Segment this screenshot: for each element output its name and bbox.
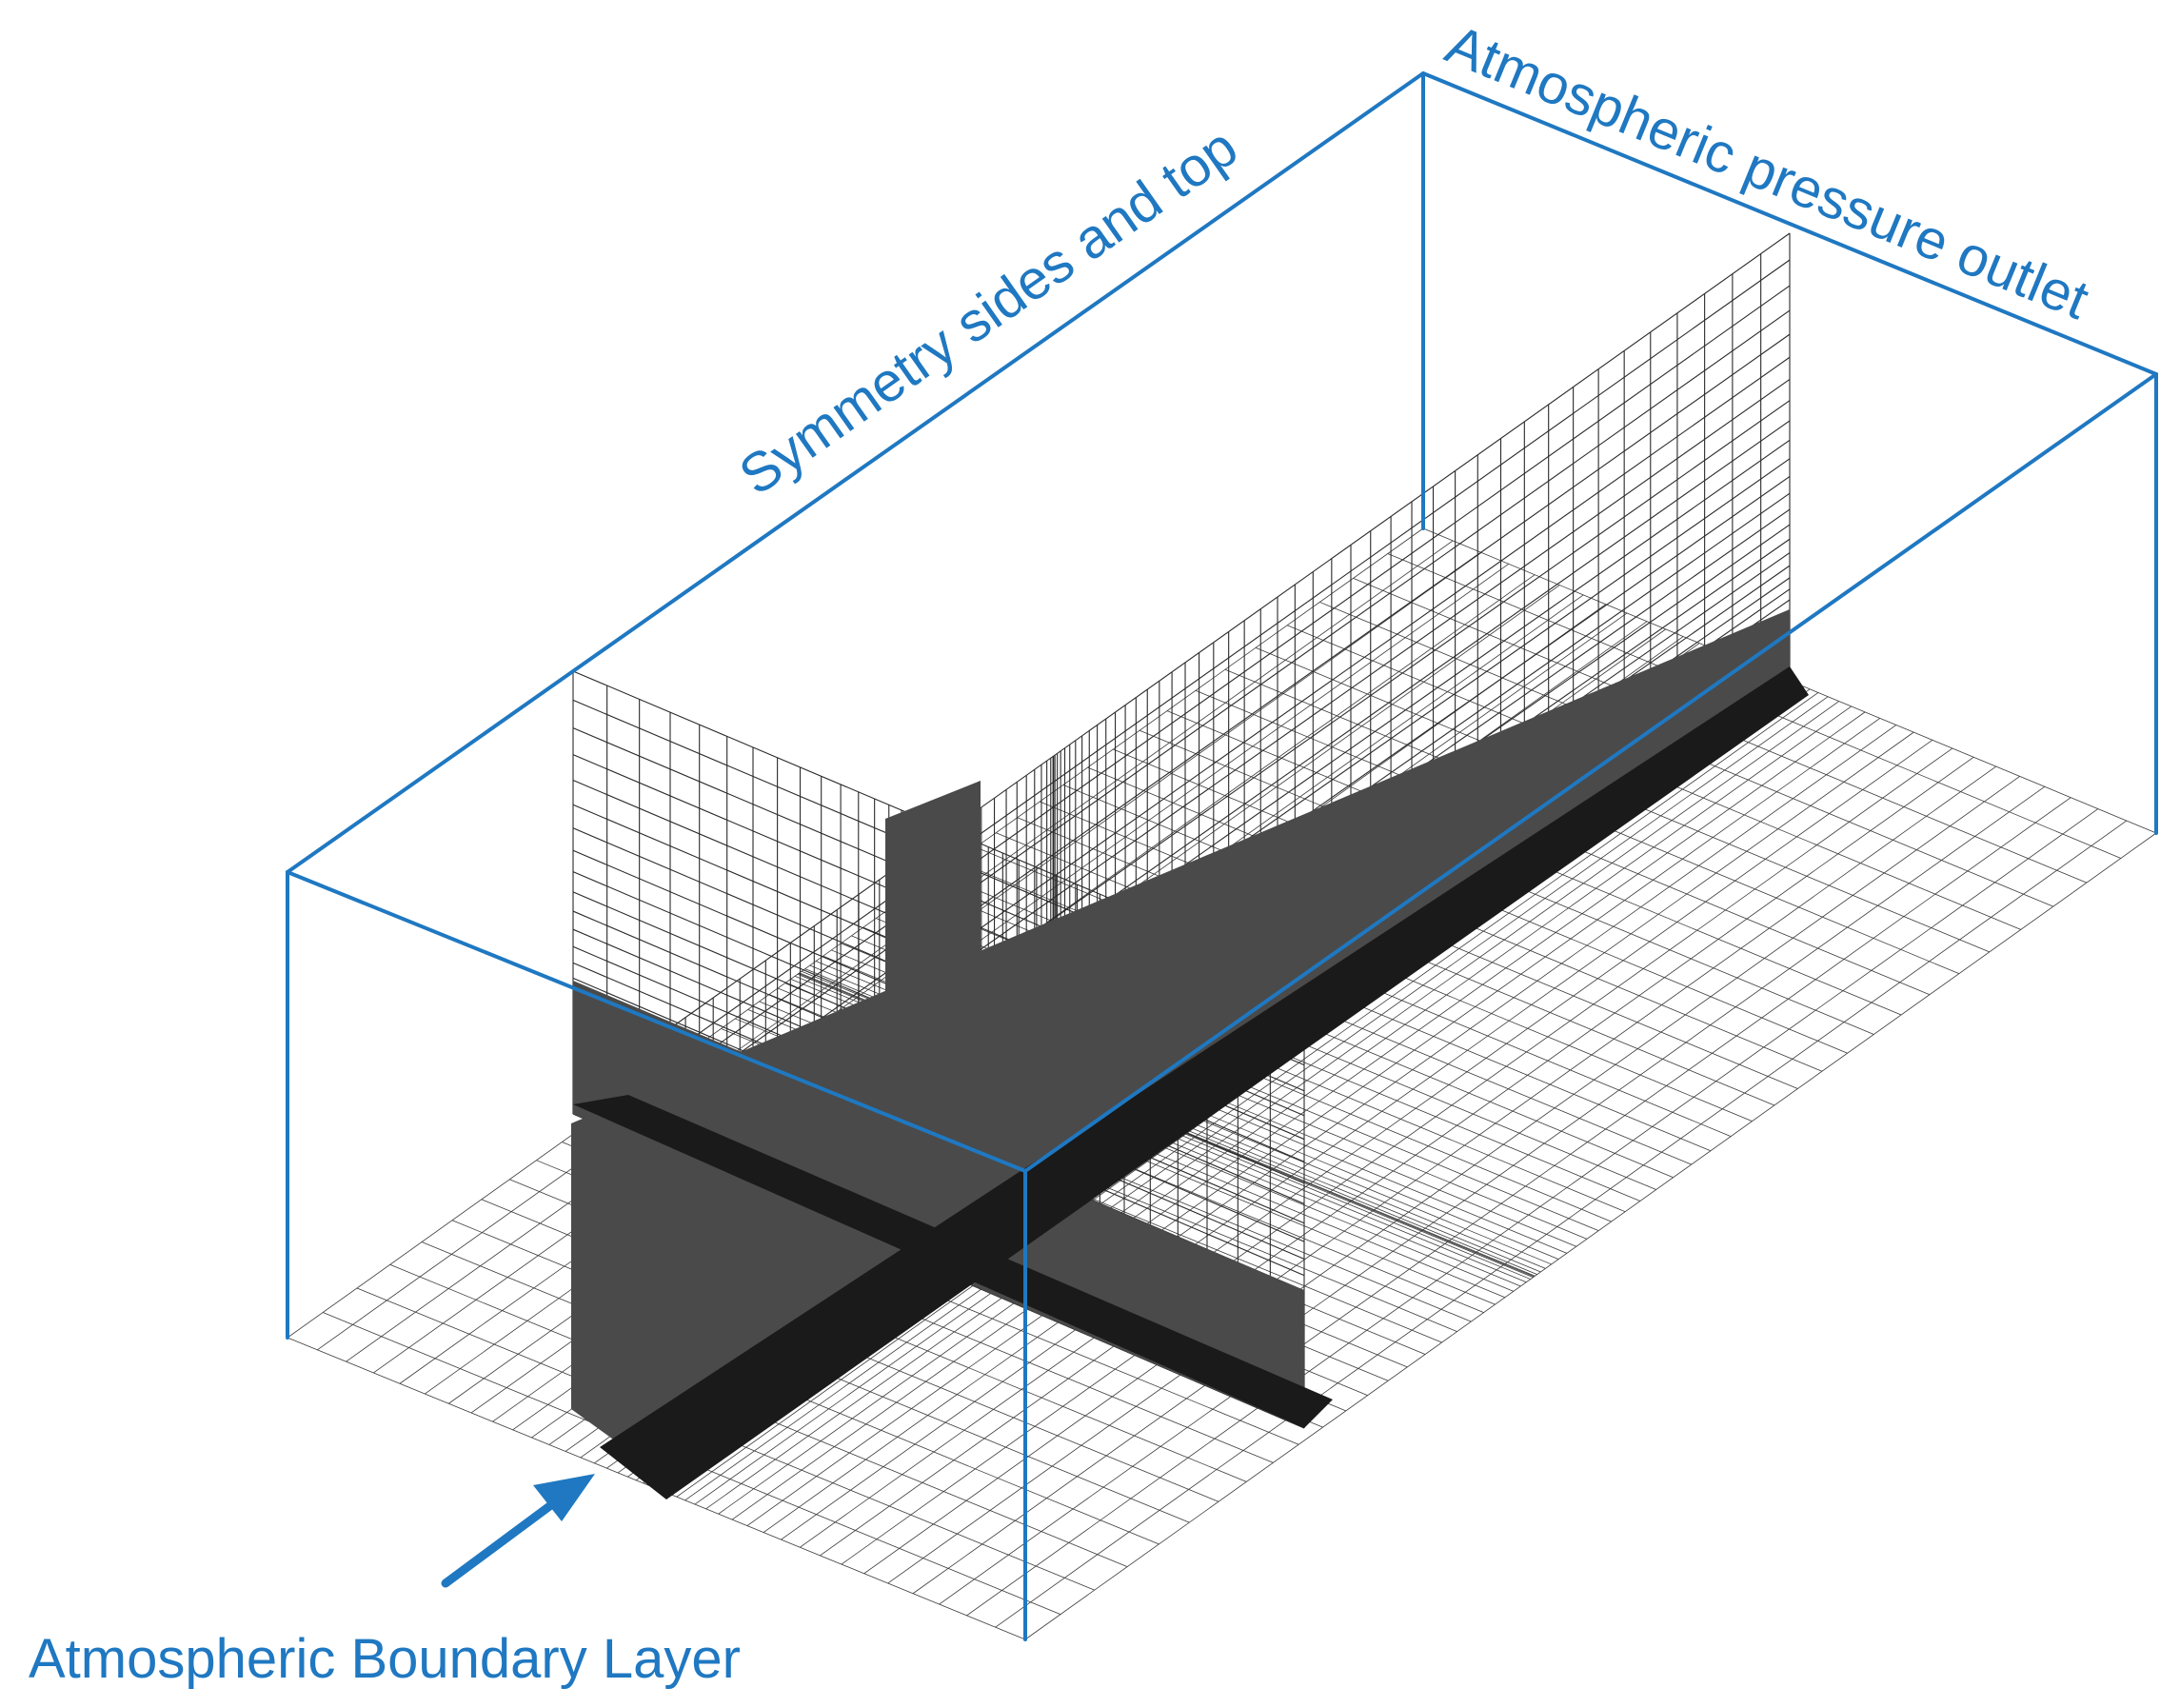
refinement-band-longitudinal <box>571 609 1790 1471</box>
outlet-label: Atmospheric pressure outlet <box>1437 13 2097 331</box>
ground-grid-line <box>705 701 1839 1510</box>
symmetry-label: Symmetry sides and top <box>728 116 1248 507</box>
longitudinal-grid-line <box>656 232 1791 1039</box>
ground-grid-line <box>287 527 1424 1339</box>
ground-grid-line <box>887 776 2020 1584</box>
refinement-column <box>885 781 981 1304</box>
longitudinal-grid-line <box>656 309 1791 1113</box>
arrow-up-right-icon <box>441 1474 595 1588</box>
ground-grid-line <box>317 540 1454 1351</box>
longitudinal-grid-line <box>656 285 1791 1089</box>
ground-grid-line <box>939 797 2071 1605</box>
ground-grid-line <box>1024 832 2157 1640</box>
inlet-label: Atmospheric Boundary Layer <box>29 1628 741 1690</box>
ground-grid-line <box>781 731 1914 1540</box>
refinement-zone <box>571 609 1809 1499</box>
ground-grid-line <box>731 711 1866 1520</box>
ground-grid-line <box>966 808 2099 1617</box>
refinement-ground-trace-cross <box>573 1095 1333 1428</box>
longitudinal-grid-line <box>656 333 1791 1136</box>
ground-grid-line <box>746 718 1881 1526</box>
computational-domain-box <box>286 71 2158 1641</box>
ground-grid-line <box>863 765 1997 1575</box>
ground-grid-line <box>763 725 1897 1533</box>
ground-grid-line <box>820 747 1953 1557</box>
ground-grid-line <box>684 692 1819 1501</box>
ground-grid-line <box>718 705 1852 1515</box>
ground-grid-line <box>841 756 1974 1565</box>
ground-grid-line <box>800 739 1933 1548</box>
ground-grid-line <box>995 820 2128 1628</box>
ground-grid-line <box>694 696 1829 1505</box>
refinement-ground-trace <box>600 666 1809 1499</box>
longitudinal-grid-line <box>656 259 1791 1064</box>
ground-grid-line <box>912 785 2046 1595</box>
